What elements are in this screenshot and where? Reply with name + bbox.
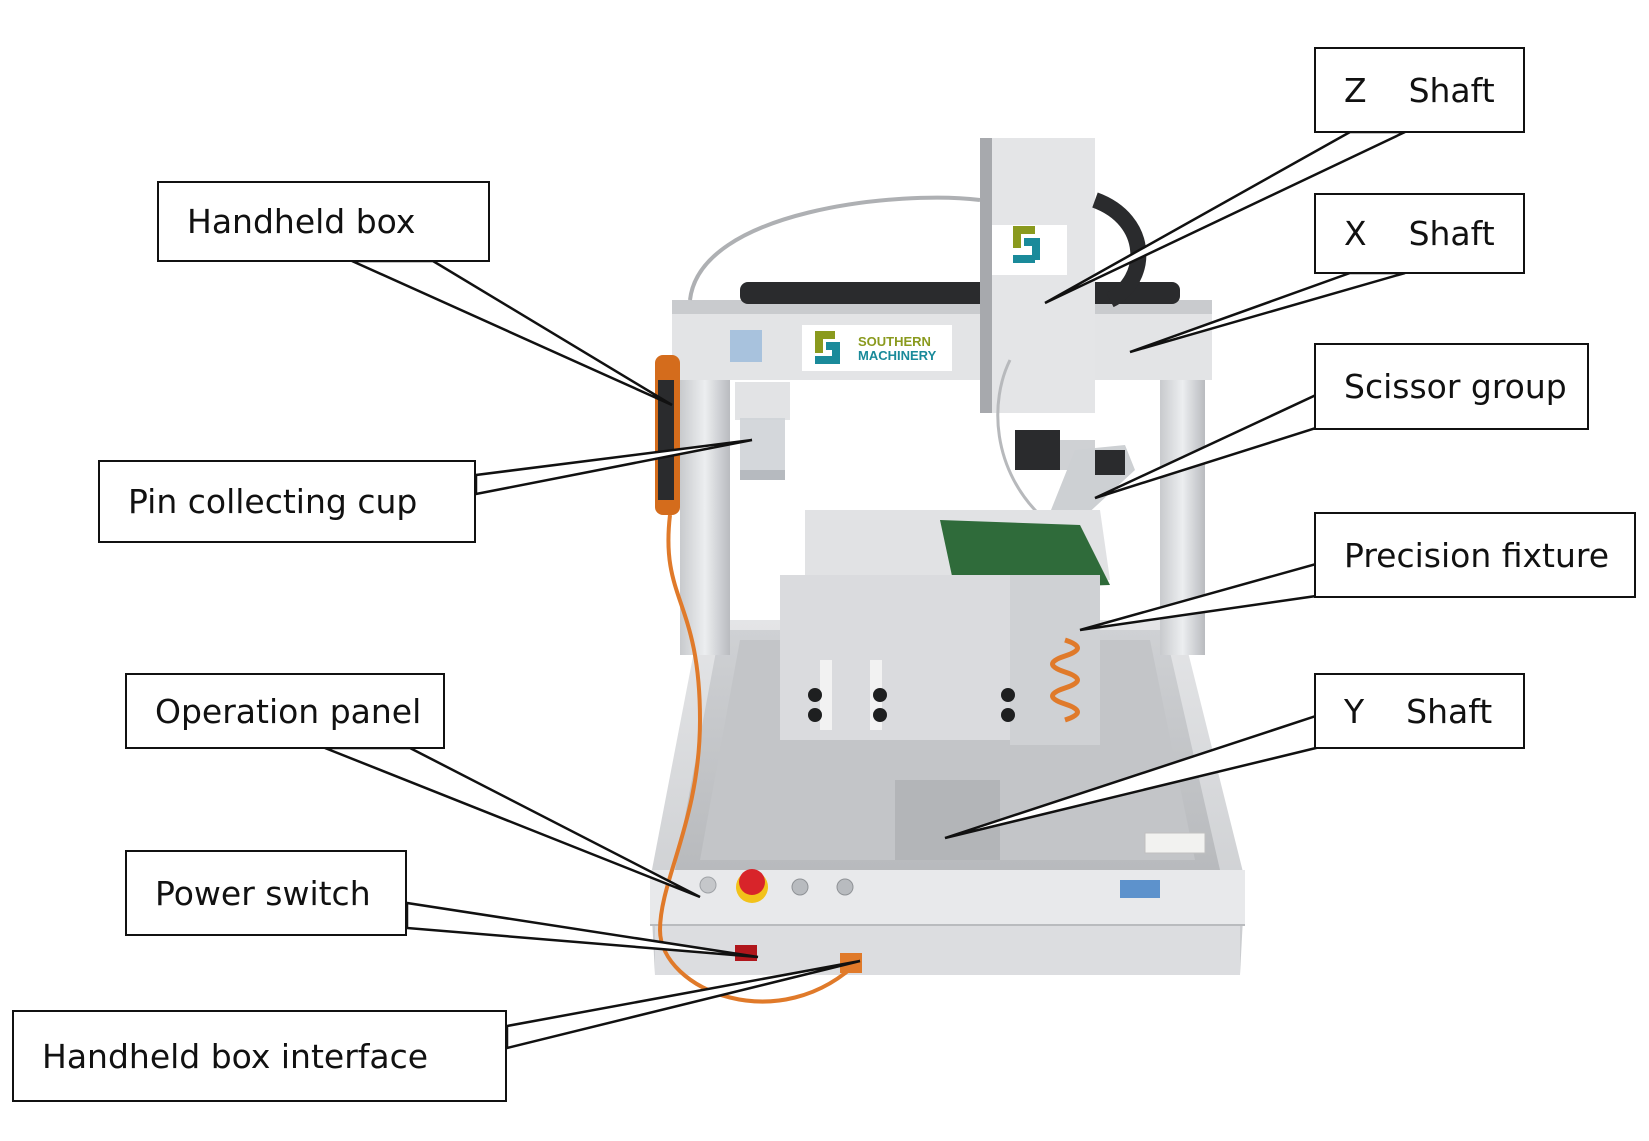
brand-logo: SOUTHERN MACHINERY bbox=[815, 331, 937, 364]
label-precision-fixture: Precision fixture bbox=[1314, 512, 1636, 598]
label-handheld-box-interface: Handheld box interface bbox=[12, 1010, 507, 1102]
air-hose bbox=[688, 195, 981, 301]
label-text: Z Shaft bbox=[1344, 70, 1495, 110]
label-text: Y Shaft bbox=[1344, 691, 1493, 731]
label-y-shaft: Y Shaft bbox=[1314, 673, 1525, 749]
precision-fixture-assembly bbox=[780, 510, 1110, 745]
label-power-switch: Power switch bbox=[125, 850, 407, 936]
operation-panel-controls bbox=[699, 832, 1206, 973]
y-shaft-plate bbox=[895, 780, 1000, 860]
label-text: Handheld box interface bbox=[42, 1036, 429, 1076]
label-text: Power switch bbox=[155, 873, 371, 913]
air-hose bbox=[996, 359, 1047, 522]
label-operation-panel: Operation panel bbox=[125, 673, 445, 749]
brand-name-line2: MACHINERY bbox=[858, 348, 937, 363]
label-text: Precision fixture bbox=[1344, 535, 1610, 575]
label-z-shaft: Z Shaft bbox=[1314, 47, 1525, 133]
label-x-shaft: X Shaft bbox=[1314, 193, 1525, 274]
label-handheld-box: Handheld box bbox=[157, 181, 490, 262]
label-text: Scissor group bbox=[1344, 367, 1567, 406]
pin-collecting-cup-device bbox=[735, 382, 790, 480]
label-pin-collecting-cup: Pin collecting cup bbox=[98, 460, 476, 543]
label-text: Handheld box bbox=[187, 202, 416, 241]
x-shaft-beam bbox=[672, 282, 1212, 380]
brand-name-line1: SOUTHERN bbox=[858, 334, 931, 349]
label-text: Pin collecting cup bbox=[128, 482, 418, 521]
label-text: X Shaft bbox=[1344, 214, 1495, 253]
label-scissor-group: Scissor group bbox=[1314, 343, 1589, 430]
label-text: Operation panel bbox=[155, 691, 422, 731]
